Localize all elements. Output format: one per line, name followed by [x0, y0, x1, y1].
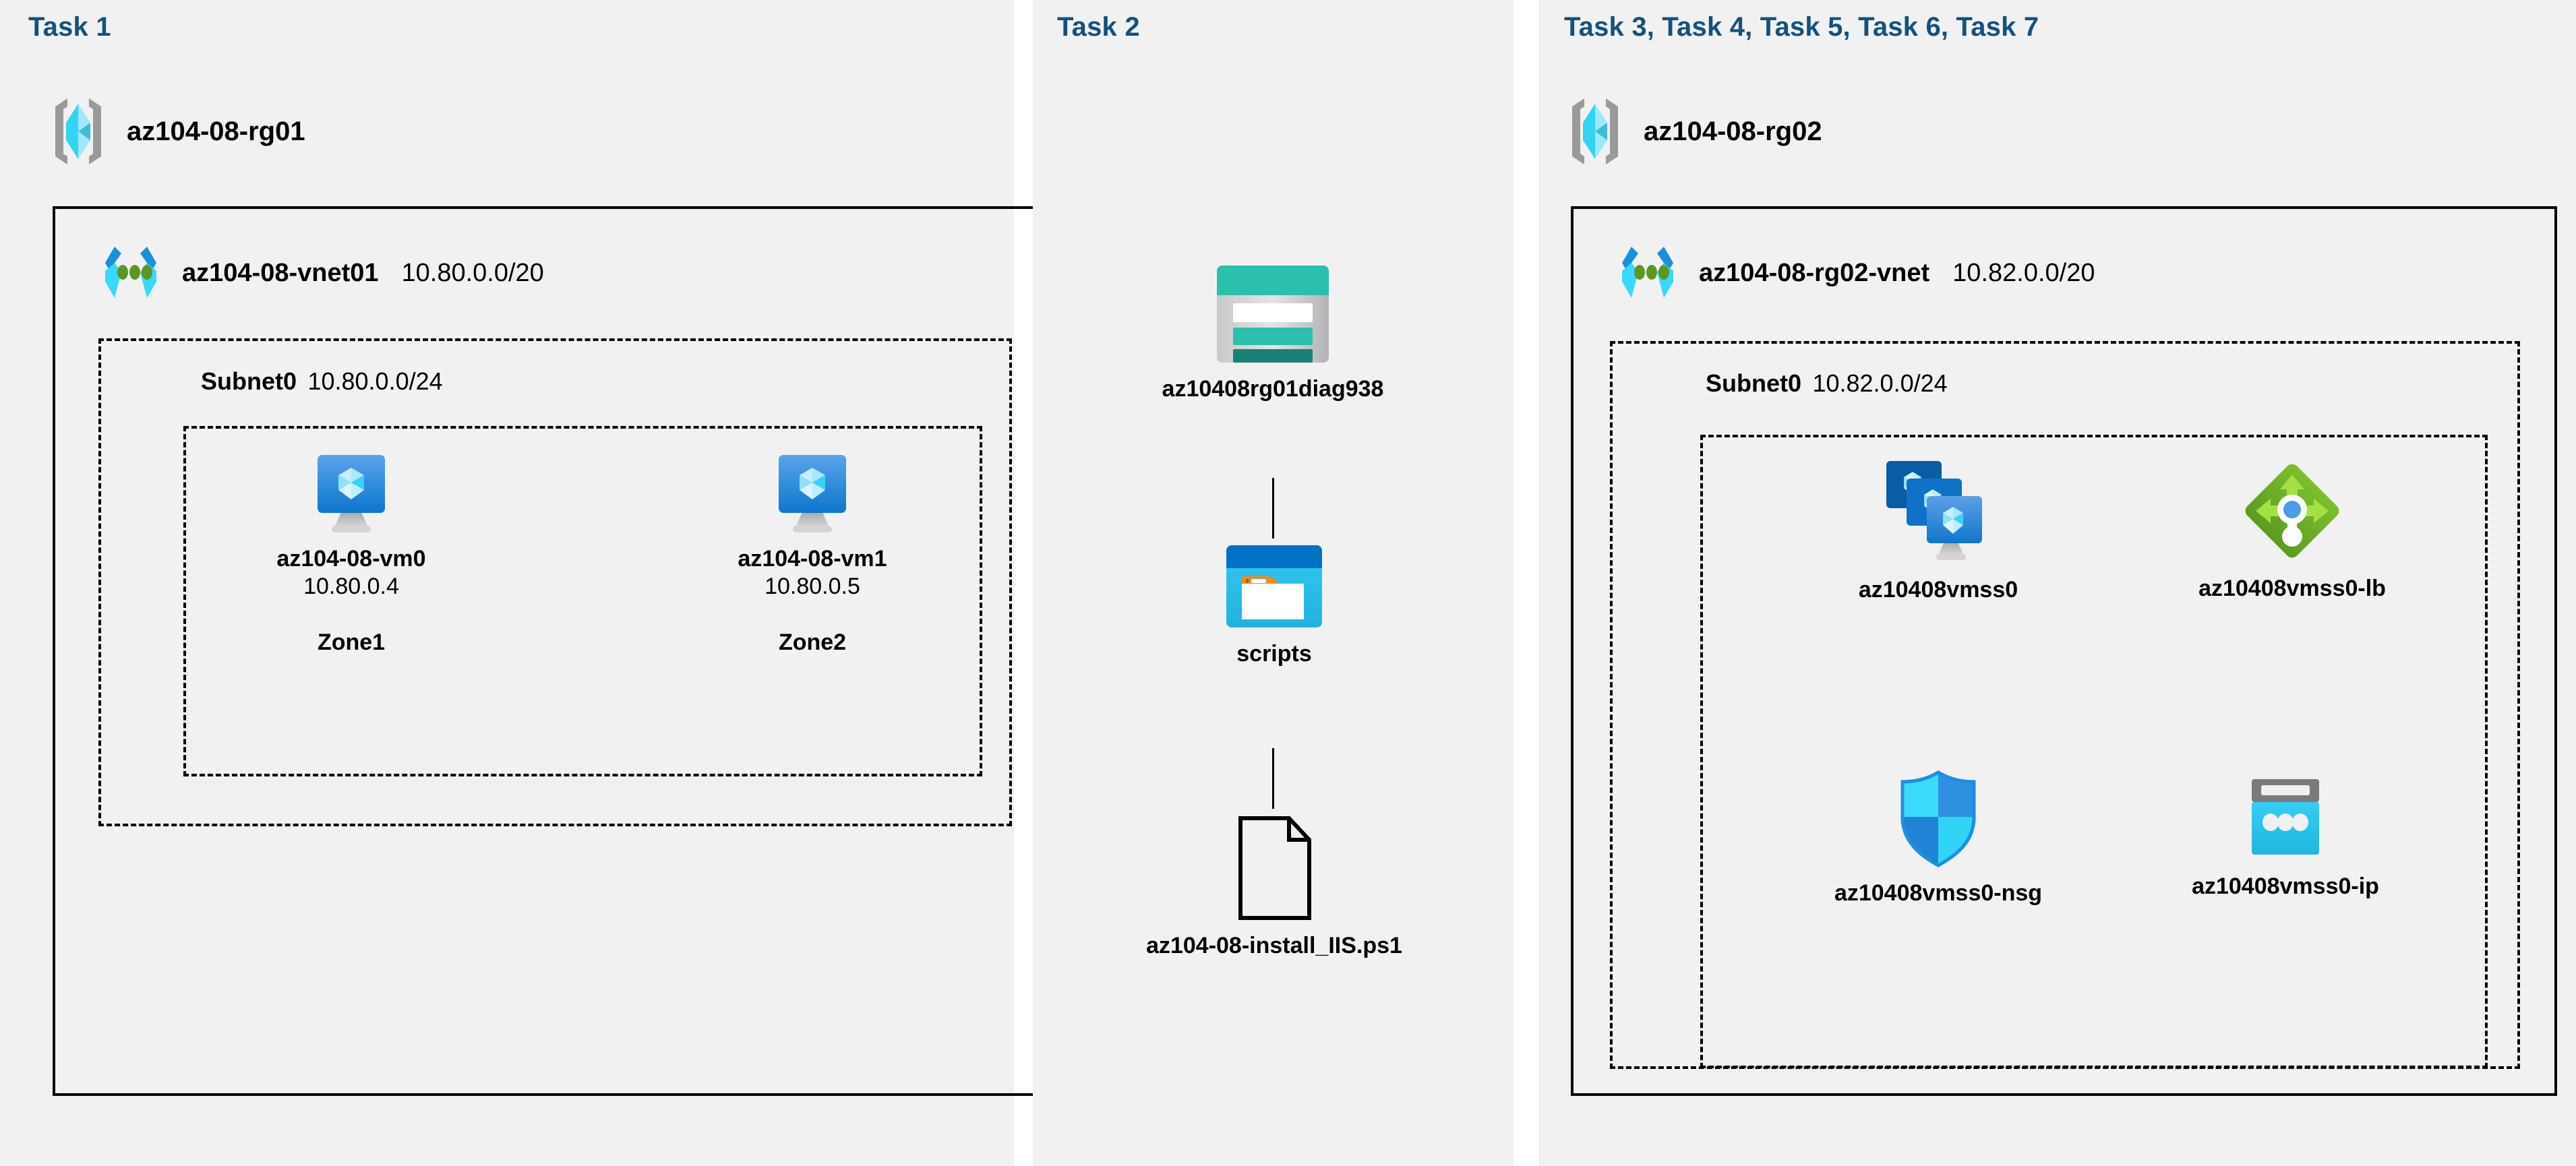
nsg-name: az10408vmss0-nsg — [1834, 880, 2043, 906]
vnet-box-rg02vnet — [1571, 206, 2557, 1096]
load-balancer-name: az10408vmss0-lb — [2198, 576, 2386, 601]
storage-account-icon — [1213, 263, 1333, 365]
nsg-node[interactable]: az10408vmss0-nsg — [1834, 768, 2043, 907]
resource-group-label: az104-08-rg01 — [127, 116, 305, 146]
vnet-label: az104-08-rg02-vnet — [1699, 258, 1930, 287]
storage-account-node[interactable]: az10408rg01diag938 — [1119, 263, 1427, 402]
subnet-cidr: 10.80.0.0/24 — [307, 367, 443, 395]
public-ip-node[interactable]: az10408vmss0-ip — [2184, 775, 2387, 900]
connector-scripts-to-script-file — [1272, 748, 1274, 809]
public-ip-address-icon — [2238, 775, 2333, 863]
zone-box-task1 — [183, 426, 982, 776]
subnet-header-task3to7: Subnet0 10.82.0.0/24 — [1706, 369, 1948, 398]
vm-ip: 10.80.0.4 — [303, 574, 399, 599]
virtual-network-icon — [94, 243, 167, 303]
virtual-machine-icon — [314, 453, 388, 535]
vmss-name: az10408vmss0 — [1858, 577, 2018, 603]
vnet-header-rg02vnet: az104-08-rg02-vnet 10.82.0.0/20 — [1611, 243, 2095, 303]
resource-group-rg01: az104-08-rg01 — [47, 94, 305, 168]
file-share-name: scripts — [1236, 641, 1312, 667]
vm-scale-set-icon — [1881, 457, 1996, 566]
script-file-node[interactable]: az104-08-install_IIS.ps1 — [1139, 814, 1409, 959]
vm-node-vm1[interactable]: az104-08-vm1 10.80.0.5 Zone2 — [735, 453, 890, 656]
panel-task1 — [0, 0, 1014, 1166]
subnet-label: Subnet0 — [1706, 369, 1802, 397]
vnet-header-vnet01: az104-08-vnet01 10.80.0.0/20 — [94, 243, 544, 303]
script-file-name: az104-08-install_IIS.ps1 — [1146, 933, 1402, 958]
subnet-cidr: 10.82.0.0/24 — [1812, 369, 1948, 397]
vnet-cidr: 10.80.0.0/20 — [401, 258, 544, 287]
network-security-group-icon — [1894, 768, 1982, 869]
resource-group-rg02: az104-08-rg02 — [1564, 94, 1822, 168]
subnet-box-task1 — [98, 338, 1012, 826]
panel-task3to7 — [1538, 0, 2576, 1166]
vm-name: az104-08-vm1 — [738, 546, 887, 572]
script-file-icon — [1227, 814, 1321, 922]
load-balancer-icon — [2238, 457, 2346, 565]
vmss-node[interactable]: az10408vmss0 — [1847, 457, 2029, 603]
vnet-label: az104-08-vnet01 — [182, 258, 379, 287]
vm-name: az104-08-vm0 — [276, 546, 426, 572]
storage-account-name: az10408rg01diag938 — [1162, 376, 1384, 402]
connector-storage-to-scripts — [1272, 478, 1274, 539]
resource-group-label: az104-08-rg02 — [1644, 116, 1822, 146]
resource-box-task3to7 — [1700, 435, 2488, 1068]
load-balancer-node[interactable]: az10408vmss0-lb — [2191, 457, 2393, 602]
task-label-3to7: Task 3, Task 4, Task 5, Task 6, Task 7 — [1564, 12, 2039, 42]
vm-zone: Zone1 — [317, 630, 386, 655]
virtual-network-icon — [1611, 243, 1684, 303]
task-label-1: Task 1 — [28, 12, 111, 42]
task-label-2: Task 2 — [1057, 12, 1140, 42]
virtual-machine-icon — [775, 453, 849, 535]
vm-ip: 10.80.0.5 — [765, 574, 860, 599]
file-share-icon — [1224, 543, 1325, 630]
vm-node-vm0[interactable]: az104-08-vm0 10.80.0.4 Zone1 — [274, 453, 429, 656]
resource-group-icon — [47, 94, 109, 168]
public-ip-name: az10408vmss0-ip — [2192, 873, 2379, 899]
resource-group-icon — [1564, 94, 1626, 168]
vm-zone: Zone2 — [778, 630, 847, 655]
file-share-node[interactable]: scripts — [1193, 543, 1355, 667]
subnet-header-task1: Subnet0 10.80.0.0/24 — [201, 367, 443, 396]
vnet-cidr: 10.82.0.0/20 — [1952, 258, 2095, 287]
subnet-label: Subnet0 — [201, 367, 297, 395]
